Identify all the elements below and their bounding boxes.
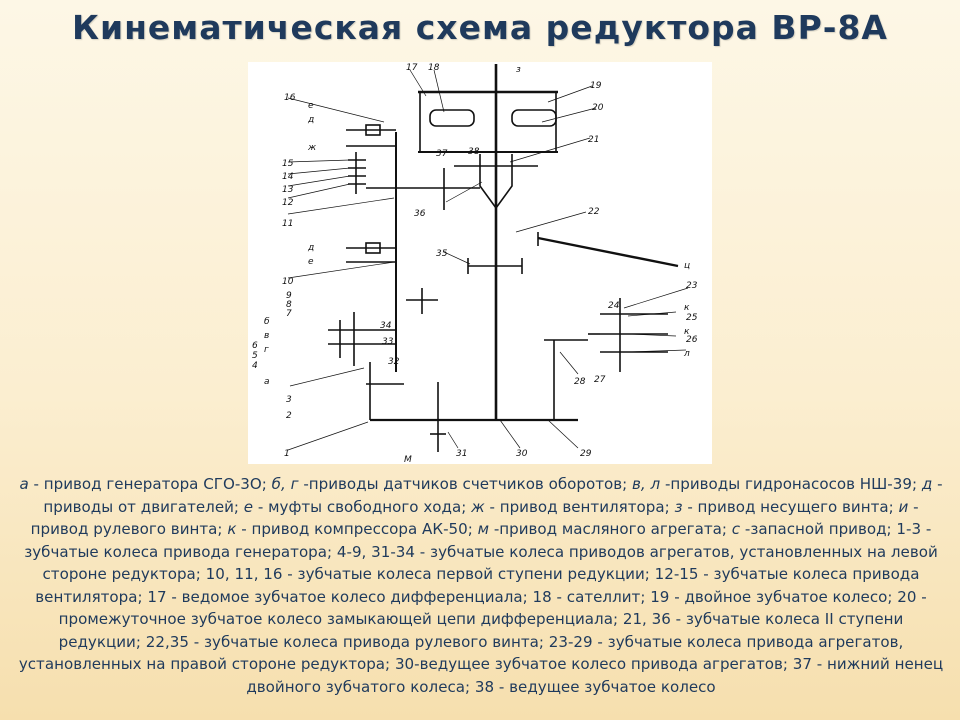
label-24: 24: [608, 301, 620, 311]
label-37: 37: [436, 149, 448, 159]
caption-key: к: [227, 520, 237, 538]
label-25: 25: [686, 313, 698, 323]
caption-key: м: [477, 520, 490, 538]
label-31: 31: [456, 449, 467, 459]
label-17: 17: [406, 63, 418, 73]
label-32: 32: [388, 357, 400, 367]
caption-key: б, г: [271, 475, 299, 493]
label-23: 23: [686, 281, 698, 291]
caption-text: -запасной привод; 1-3 - зубчатые колеса …: [18, 520, 944, 696]
label-21: 21: [588, 135, 599, 145]
label-12: 12: [282, 198, 294, 208]
label-k-top: к: [684, 303, 690, 313]
label-10: 10: [282, 277, 294, 287]
diagram-caption: а - привод генератора СГО-3О; б, г -прив…: [18, 473, 944, 720]
label-v: в: [264, 331, 269, 341]
caption-text: - приводы от двигателей;: [43, 475, 943, 516]
label-k-bottom: к: [684, 327, 690, 337]
caption-text: - привод компрессора АК-50;: [236, 520, 478, 538]
caption-key: в, л: [632, 475, 661, 493]
caption-text: - привод генератора СГО-3О;: [28, 475, 272, 493]
label-6: 6: [252, 341, 258, 351]
caption-text: -привод масляного агрегата;: [489, 520, 732, 538]
label-34: 34: [380, 321, 392, 331]
label-8: 8: [286, 300, 292, 310]
label-d-top: д: [307, 115, 314, 125]
label-g: г: [264, 345, 269, 355]
label-27: 27: [594, 375, 606, 385]
label-b: б: [264, 317, 270, 327]
caption-text: - муфты свободного хода;: [253, 497, 472, 516]
label-z: з: [516, 65, 521, 75]
caption-key: е: [243, 497, 254, 516]
caption-text: -приводы датчиков счетчиков оборотов;: [298, 475, 633, 493]
kinematic-diagram-svg: 16 17 18 19 20 21 22 23 24 25 26 27 28 2…: [252, 63, 698, 464]
label-1: 1: [284, 449, 290, 459]
label-a: а: [264, 377, 270, 387]
label-29: 29: [580, 449, 592, 459]
label-38: 38: [468, 147, 480, 157]
label-19: 19: [590, 81, 602, 91]
label-28: 28: [574, 377, 586, 387]
label-36: 36: [414, 209, 426, 219]
label-3: 3: [286, 395, 292, 405]
label-11: 11: [282, 219, 293, 229]
caption-key: ж: [471, 497, 485, 516]
label-33: 33: [382, 337, 394, 347]
label-22: 22: [588, 207, 600, 217]
label-18: 18: [428, 63, 440, 73]
label-e-top: е: [308, 101, 314, 111]
label-zh: ж: [307, 143, 317, 153]
caption-key: с: [731, 520, 741, 538]
caption-key: а: [19, 475, 29, 493]
label-15: 15: [282, 159, 294, 169]
label-5: 5: [252, 351, 258, 361]
label-ts: ц: [684, 261, 690, 271]
caption-text: -приводы гидронасосов НШ-39;: [660, 475, 922, 493]
label-d-bottom: д: [307, 243, 314, 253]
slide-title: Кинематическая схема редуктора ВР-8А: [72, 8, 888, 47]
label-m: М: [404, 455, 412, 464]
caption-key: и: [898, 497, 909, 516]
label-e-bottom: е: [308, 257, 314, 267]
label-2: 2: [286, 411, 292, 421]
caption-key: д: [921, 475, 933, 493]
label-16: 16: [284, 93, 296, 103]
label-13: 13: [282, 185, 294, 195]
label-35: 35: [436, 249, 448, 259]
label-14: 14: [282, 172, 294, 182]
caption-text: - привод вентилятора;: [484, 497, 675, 516]
label-4: 4: [252, 361, 258, 371]
label-l: л: [683, 349, 690, 359]
label-7: 7: [286, 309, 292, 319]
kinematic-diagram: 16 17 18 19 20 21 22 23 24 25 26 27 28 2…: [248, 62, 712, 464]
caption-key: з: [674, 497, 683, 516]
label-30: 30: [516, 449, 528, 459]
caption-text: - привод несущего винта;: [682, 497, 899, 516]
label-20: 20: [592, 103, 604, 113]
label-9: 9: [286, 291, 292, 301]
caption-text: - привод рулевого винта;: [30, 497, 919, 539]
label-26: 26: [686, 335, 698, 345]
